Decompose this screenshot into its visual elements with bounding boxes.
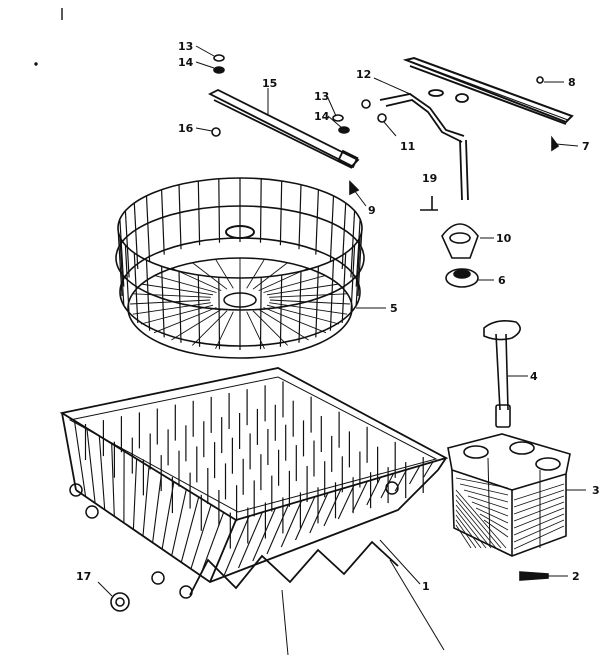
upper-round-rack	[115, 177, 365, 359]
callout-1: 1	[422, 580, 430, 593]
scan-specks	[34, 8, 63, 66]
callout-17: 17	[76, 570, 91, 583]
callout-7: 7	[582, 140, 590, 153]
callout-14b: 14	[314, 110, 330, 123]
callout-8: 8	[568, 76, 576, 89]
basket-handle	[483, 320, 521, 428]
callout-19: 19	[422, 172, 437, 185]
rack-wheels	[69, 481, 399, 599]
lower-dish-rack	[59, 367, 449, 599]
callout-4: 4	[530, 370, 538, 383]
callout-2: 2	[572, 570, 580, 583]
callout-9: 9	[368, 204, 376, 217]
callout-14a: 14	[178, 56, 194, 69]
callout-13a: 13	[178, 40, 193, 53]
callout-16: 16	[178, 122, 194, 135]
callout-5: 5	[390, 302, 398, 315]
callout-3: 3	[592, 484, 600, 497]
silverware-basket	[447, 433, 571, 557]
callout-11: 11	[400, 140, 415, 153]
callout-13b: 13	[314, 90, 329, 103]
part-callouts: 13 14 16 15 13 14 12 8 7 11 9 19 10 6 5 …	[76, 40, 600, 593]
leader-lines	[97, 45, 586, 656]
callout-12: 12	[356, 68, 371, 81]
spray-arm-bracket	[379, 89, 469, 201]
callout-10: 10	[496, 232, 512, 245]
callout-6: 6	[498, 274, 506, 287]
callout-15: 15	[262, 77, 277, 90]
rack-track-rail	[402, 56, 574, 125]
small-hardware	[110, 54, 560, 612]
rack-rail	[207, 88, 360, 169]
